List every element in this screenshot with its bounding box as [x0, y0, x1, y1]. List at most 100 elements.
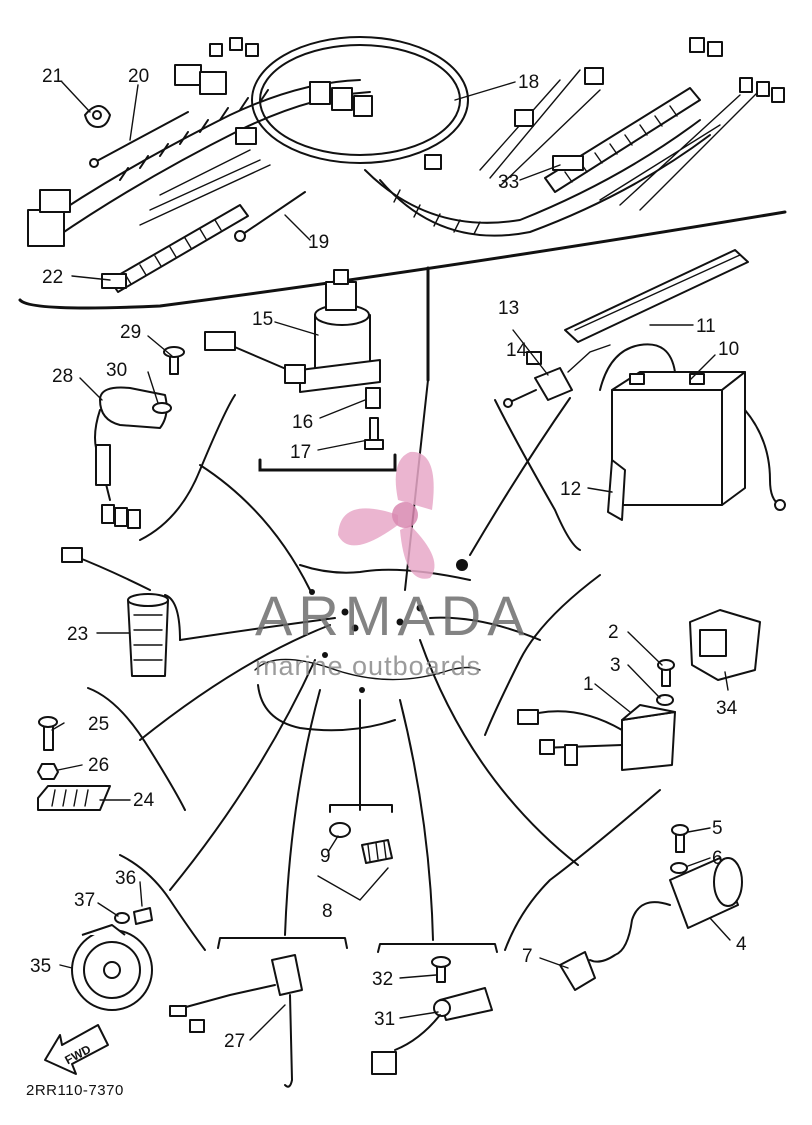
callout-leaders [51, 81, 731, 1041]
battery-band [564, 249, 749, 343]
callout-2: 2 [608, 622, 619, 643]
callout-4: 4 [736, 934, 747, 955]
coil-washer [670, 862, 688, 874]
callout-19: 19 [308, 232, 329, 253]
callout-23: 23 [67, 624, 88, 645]
callout-28: 28 [52, 366, 73, 387]
bracket-27 [217, 937, 348, 949]
callout-3: 3 [610, 655, 621, 676]
watermark-tagline: marine outboards [255, 651, 481, 681]
ignition-coil [589, 857, 743, 963]
callout-16: 16 [292, 412, 313, 433]
callout-17: 17 [290, 442, 311, 463]
callout-32: 32 [372, 969, 393, 990]
leader-cdi [429, 616, 541, 641]
bracket-31 [377, 943, 498, 953]
wire-clamp [84, 105, 111, 128]
cable-tie [89, 111, 189, 168]
main-switch [204, 269, 381, 393]
ground-washer [329, 822, 351, 838]
callout-8: 8 [322, 901, 333, 922]
leader-plug-cap [284, 689, 321, 936]
callout-31: 31 [374, 1009, 395, 1030]
callout-5: 5 [712, 818, 723, 839]
cdi-unit [517, 704, 676, 771]
callout-numbers: 21 20 18 33 19 22 15 16 17 29 30 28 13 1… [30, 66, 747, 1052]
callout-26: 26 [88, 755, 109, 776]
bracket-9 [329, 804, 393, 813]
neutral-switch [371, 987, 493, 1075]
callout-7: 7 [522, 946, 533, 967]
leader-neutral [399, 699, 434, 941]
cable-holder [94, 386, 168, 529]
callout-25: 25 [88, 714, 109, 735]
region-outline-left-top [139, 394, 236, 541]
region-outline-right-mid [484, 574, 601, 736]
propeller-logo [338, 451, 435, 579]
throttle-grip [61, 547, 181, 677]
leader-throttle [179, 617, 336, 641]
relay [689, 609, 761, 681]
region-outline-left-low [119, 854, 206, 951]
callout-27: 27 [224, 1031, 245, 1052]
leader-rectifier [139, 624, 331, 741]
horn-washer [114, 912, 130, 924]
callout-11: 11 [696, 316, 716, 337]
bracket-8-9 [317, 867, 389, 901]
diagram-code: 2RR110-7370 [26, 1082, 124, 1099]
main-wire-harness [27, 36, 785, 247]
callout-6: 6 [712, 848, 723, 869]
holder-screw [163, 346, 185, 375]
wire-band [101, 204, 249, 293]
callout-24: 24 [133, 790, 155, 811]
armada-watermark: ARMADA marine outboards [255, 451, 531, 681]
horn [71, 924, 153, 1011]
leader-coil [419, 639, 579, 866]
ground-bolt [361, 839, 393, 864]
battery [599, 343, 786, 511]
rectifier-nut [37, 763, 59, 780]
callout-30: 30 [106, 360, 127, 381]
callout-36: 36 [115, 868, 136, 889]
spark-plug-cap [559, 951, 596, 991]
callout-9: 9 [320, 846, 331, 867]
horn-bolt [133, 907, 153, 925]
cdi-washer [656, 694, 674, 706]
callout-33: 33 [498, 172, 519, 193]
switch-bracket [258, 453, 397, 472]
region-outline-right-low [504, 789, 661, 951]
callout-13: 13 [498, 298, 519, 319]
callout-22: 22 [42, 267, 63, 288]
callout-35: 35 [30, 956, 51, 977]
harness-divider [18, 210, 787, 310]
callout-1: 1 [583, 674, 594, 695]
callout-34: 34 [716, 698, 738, 719]
battery-strap [607, 459, 626, 521]
watermark-brand: ARMADA [255, 584, 531, 647]
leader-horn [169, 659, 316, 891]
protective-tube [544, 87, 701, 193]
callout-18: 18 [518, 72, 539, 93]
central-panel [254, 559, 481, 732]
callout-21: 21 [42, 66, 63, 87]
holder-washer [152, 402, 172, 414]
callout-29: 29 [120, 322, 141, 343]
callout-15: 15 [252, 309, 273, 330]
coil-screw [671, 824, 689, 853]
callout-10: 10 [718, 339, 739, 360]
rectifier [37, 785, 111, 811]
region-outline-left-mid [87, 687, 186, 811]
fwd-arrow: FWD [44, 1024, 109, 1075]
leader-stop-switch [469, 397, 571, 556]
callout-bracket-13 [512, 329, 549, 376]
leader-switch [199, 464, 311, 591]
stop-switch [503, 344, 611, 408]
callout-20: 20 [128, 66, 149, 87]
spacer-collar [365, 387, 381, 409]
small-tie [234, 191, 306, 242]
region-outline-right-top [494, 399, 581, 551]
callout-12: 12 [560, 479, 581, 500]
callout-14: 14 [506, 340, 528, 361]
ignition-lead [169, 954, 303, 1088]
